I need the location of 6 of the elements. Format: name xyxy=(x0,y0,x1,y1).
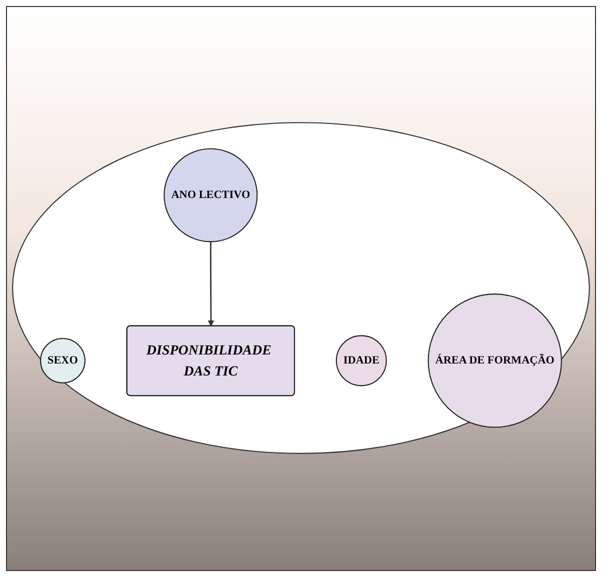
node-circle: IDADE xyxy=(336,336,387,387)
node-circle: ÁREA DE FORMAÇÃO xyxy=(428,294,562,428)
node-circle: SEXO xyxy=(40,338,86,384)
arrow xyxy=(208,242,214,327)
node-circle: ANO LECTIVO xyxy=(164,148,258,243)
cluster xyxy=(12,122,590,454)
